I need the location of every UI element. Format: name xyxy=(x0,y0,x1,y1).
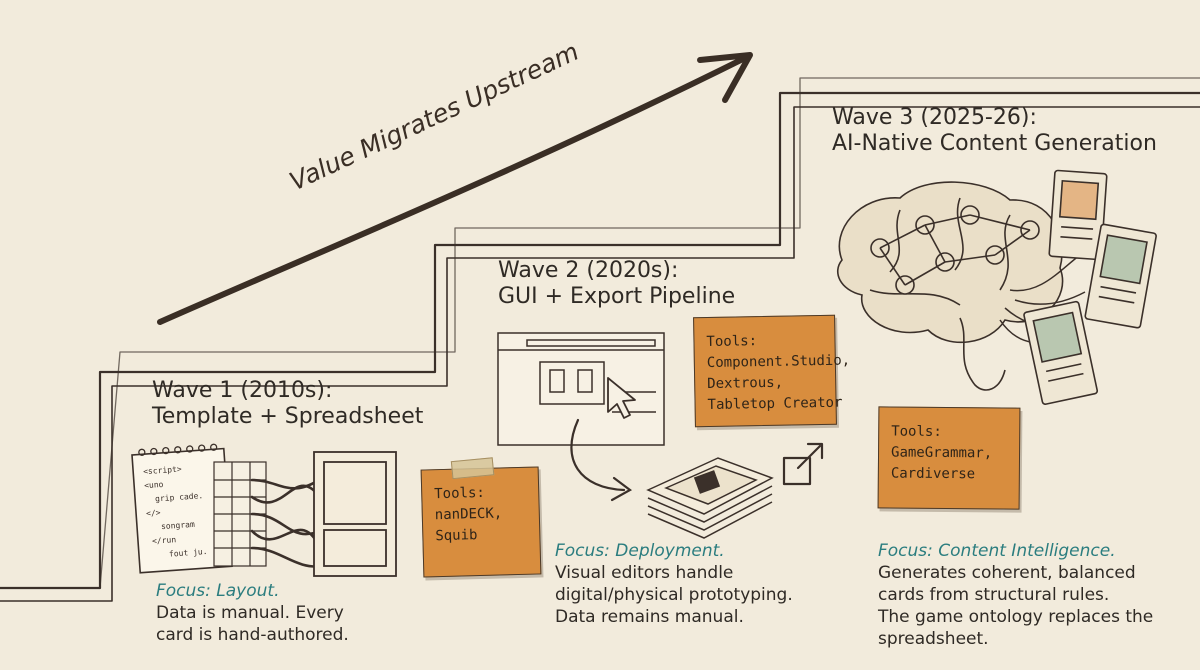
wave-2-heading: Wave 2 (2020s): GUI + Export Pipeline xyxy=(498,258,735,310)
wave-3-focus-block: Focus: Content Intelligence. Generates c… xyxy=(878,540,1153,650)
wave-1-heading: Wave 1 (2010s): Template + Spreadsheet xyxy=(152,378,423,430)
wave-2-description: Data remains manual. xyxy=(555,607,744,628)
wave-1-description: Data is manual. Every xyxy=(156,603,344,624)
wave-1-focus-block: Focus: Layout. Data is manual. Every car… xyxy=(156,580,349,646)
notepad-code-line: </> xyxy=(146,508,161,518)
notepad-code-line: <script> xyxy=(143,465,182,477)
wave-2-focus-block: Focus: Deployment. Visual editors handle… xyxy=(555,540,793,628)
notepad-code-line: grip cade. xyxy=(155,491,204,503)
wave-1-focus: Focus: Layout. xyxy=(156,581,280,601)
browser-window-icon xyxy=(497,332,665,446)
tool-name: Squib xyxy=(435,527,478,545)
tool-name: Dextrous, xyxy=(707,374,784,393)
wave-3-heading: Wave 3 (2025-26): AI-Native Content Gene… xyxy=(832,105,1157,157)
wave-3-title: Wave 3 (2025-26): xyxy=(832,105,1037,130)
wave-2-tools-note: Tools: Component.Studio, Dextrous, Table… xyxy=(693,314,851,428)
tool-name: Component.Studio, xyxy=(706,352,851,372)
wave-3-description: cards from structural rules. xyxy=(878,585,1110,606)
staircase-depth-line xyxy=(0,106,1200,602)
wave-3-subtitle: AI-Native Content Generation xyxy=(832,130,1157,156)
wave-2-subtitle: GUI + Export Pipeline xyxy=(498,283,736,309)
card-stack-icon xyxy=(646,457,774,539)
wave-1-description: card is hand-authored. xyxy=(156,625,349,646)
export-arrow-icon xyxy=(570,418,633,502)
tools-label: Tools: xyxy=(706,333,758,351)
notepad-code-line: <uno xyxy=(144,480,164,490)
brain-icon xyxy=(837,181,1064,391)
wave-1-tools-note: Tools: nanDECK, Squib xyxy=(420,457,542,578)
tool-name: Cardiverse xyxy=(890,465,976,483)
card-template-icon xyxy=(313,451,397,577)
wave-3-description: spreadsheet. xyxy=(878,629,989,650)
share-icon xyxy=(782,442,824,486)
ai-card-stack-icon xyxy=(1023,169,1157,405)
tool-name: nanDECK, xyxy=(434,505,503,524)
tool-name: Tabletop Creator xyxy=(707,394,843,414)
staircase-outline xyxy=(0,91,1200,590)
wave-1-title: Wave 1 (2010s): xyxy=(152,378,333,403)
notepad-icon: <script> <uno grip cade. </> songram </r… xyxy=(131,443,233,574)
wave-3-tools-note: Tools: GameGrammar, Cardiverse xyxy=(877,406,1021,510)
wave-2-title: Wave 2 (2020s): xyxy=(498,258,679,283)
wave-3-focus: Focus: Content Intelligence. xyxy=(878,541,1116,561)
tools-label: Tools: xyxy=(891,423,942,440)
notepad-code-line: fout ju. xyxy=(169,547,208,559)
notepad-code-line: songram xyxy=(161,520,195,531)
staircase-left-side xyxy=(99,77,1200,589)
wave-2-focus: Focus: Deployment. xyxy=(555,541,725,561)
arrow-up-icon xyxy=(157,52,753,325)
wave-3-description: Generates coherent, balanced xyxy=(878,563,1136,584)
wave-2-description: Visual editors handle xyxy=(555,563,734,584)
wave-3-description: The game ontology replaces the xyxy=(878,607,1154,628)
tools-label: Tools: xyxy=(434,484,486,503)
wave-1-subtitle: Template + Spreadsheet xyxy=(152,403,424,429)
wave-2-description: digital/physical prototyping. xyxy=(555,585,793,606)
tape-strip xyxy=(450,457,495,480)
notepad-code-line: </run xyxy=(152,535,177,546)
tool-name: GameGrammar, xyxy=(890,444,993,462)
cursor-icon xyxy=(607,377,636,419)
